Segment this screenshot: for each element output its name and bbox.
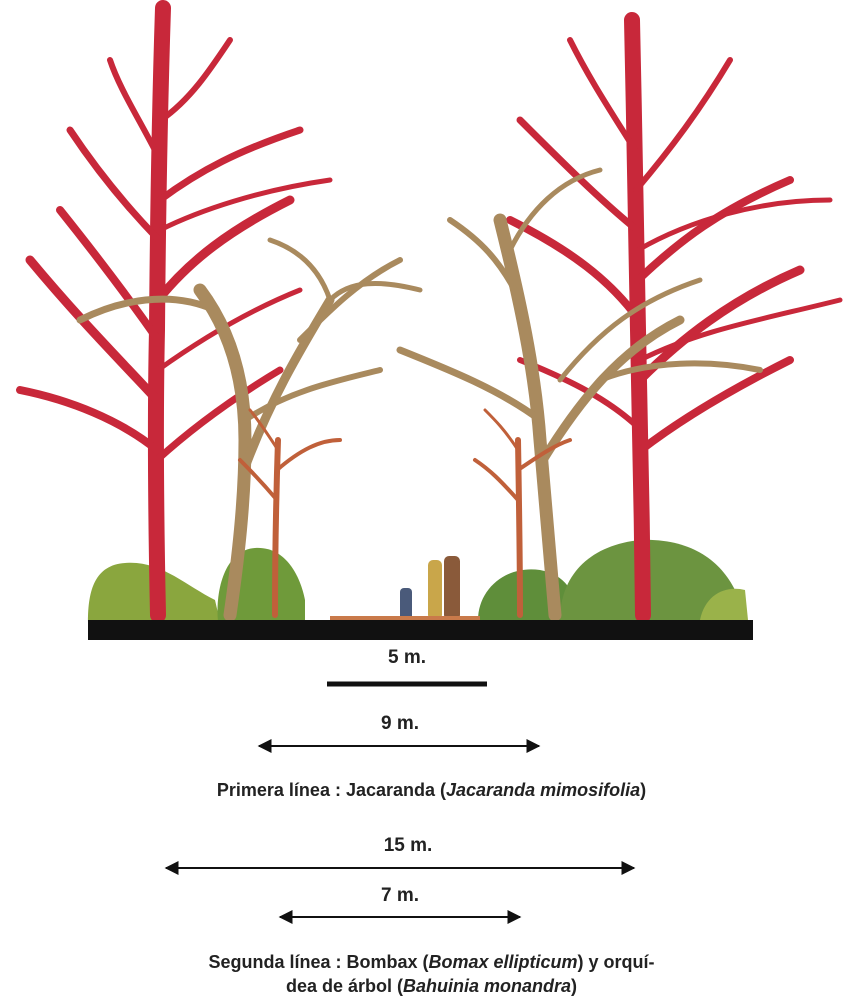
- row2-caption: Segunda línea : Bombax (Bomax ellipticum…: [0, 950, 863, 998]
- row1-caption: Primera línea : Jacaranda (Jacaranda mim…: [0, 780, 863, 801]
- brown-tree-right: [400, 170, 760, 615]
- row2-caption-line2: dea de árbol (Bahuinia monandra): [0, 974, 863, 998]
- ground-bar: [88, 620, 753, 640]
- row1-spacing-label: 9 m.: [359, 713, 441, 735]
- person-adult-2: [444, 556, 460, 620]
- row1-caption-pre: Primera línea : Jacaranda (: [217, 780, 446, 800]
- row2-spacing-label: 15 m.: [358, 835, 458, 857]
- row2-caption-line1-pre: Segunda línea : Bombax (: [208, 952, 428, 972]
- row1-caption-species: Jacaranda mimosifolia: [446, 780, 640, 800]
- person-child: [400, 588, 412, 620]
- row2-spacing2-label: 7 m.: [359, 885, 441, 907]
- red-tree-left: [20, 8, 330, 615]
- scale-bar-label: 5 m.: [366, 647, 448, 669]
- row2-caption-line1-post: ) y orquí-: [578, 952, 655, 972]
- row2-caption-line2-species: Bahuinia monandra: [403, 976, 571, 996]
- measurements: [0, 640, 863, 1003]
- person-adult-1: [428, 560, 442, 620]
- row2-caption-line1: Segunda línea : Bombax (Bomax ellipticum…: [0, 950, 863, 974]
- street-section-illustration: [0, 0, 863, 650]
- row2-caption-line1-species: Bomax ellipticum: [429, 952, 578, 972]
- people-figures: [400, 556, 460, 620]
- row2-caption-line2-pre: dea de árbol (: [286, 976, 403, 996]
- row1-caption-post: ): [640, 780, 646, 800]
- row2-caption-line2-post: ): [571, 976, 577, 996]
